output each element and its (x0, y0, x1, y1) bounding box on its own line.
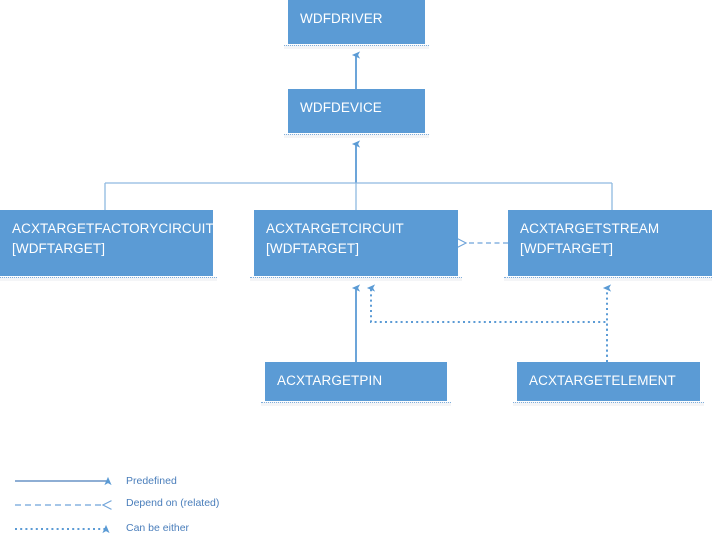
node-underline (0, 277, 217, 281)
node-underline (261, 402, 451, 406)
node-wdfdriver[interactable]: WDFDRIVER (288, 0, 425, 44)
node-wdfdevice[interactable]: WDFDEVICE (288, 89, 425, 133)
legend-label-depend-on: Depend on (related) (126, 497, 220, 509)
node-underline (513, 402, 704, 406)
node-acxtargetcircuit[interactable]: ACXTARGETCIRCUIT [WDFTARGET] (254, 210, 458, 276)
node-underline (284, 134, 429, 138)
legend-label-can-be-either: Can be either (126, 522, 190, 534)
node-acxtargetfactorycircuit[interactable]: ACXTARGETFACTORYCIRCUIT [WDFTARGET] (0, 210, 214, 276)
node-underline (284, 45, 429, 49)
edge-element-to-circuit (366, 284, 608, 362)
node-acxtargetstream[interactable]: ACXTARGETSTREAM [WDFTARGET] (508, 210, 712, 276)
node-underline (504, 277, 712, 281)
node-underline (250, 277, 462, 281)
node-acxtargetelement[interactable]: ACXTARGETELEMENT (517, 362, 700, 401)
node-acxtargetpin[interactable]: ACXTARGETPIN (265, 362, 447, 401)
legend-label-predefined: Predefined (126, 475, 177, 487)
